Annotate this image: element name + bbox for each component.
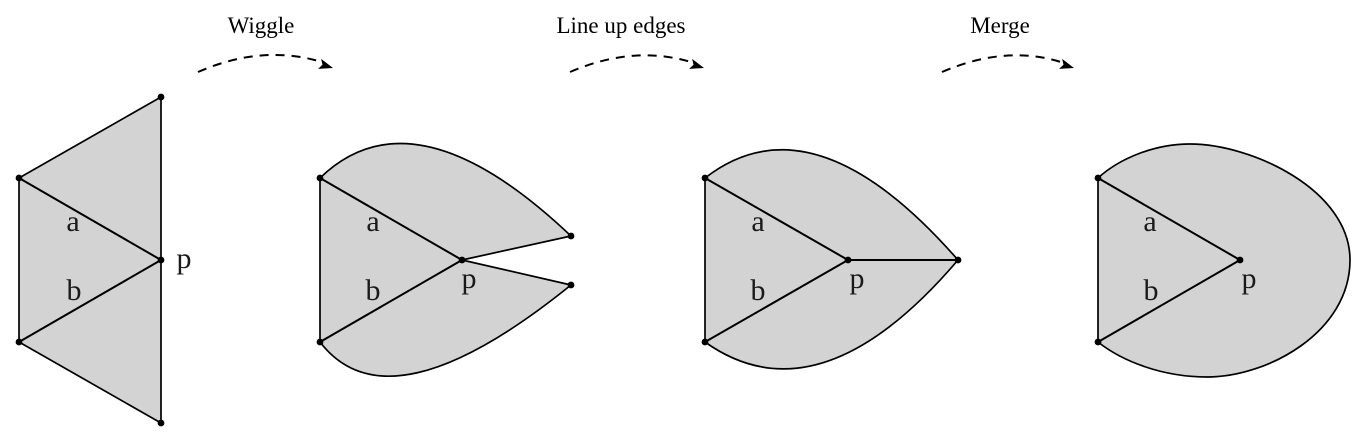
figure1-label-p: p xyxy=(177,242,192,275)
figure4-label-p: p xyxy=(1242,262,1257,295)
figure4-region xyxy=(1097,143,1351,378)
step-line-up-edges: Line up edges xyxy=(556,13,704,73)
wiggle-arrow-arc xyxy=(197,53,323,73)
figure-lined-up: a b p xyxy=(701,149,962,370)
step-label-wiggle: Wiggle xyxy=(228,13,295,38)
figure3-edge-a xyxy=(704,177,849,261)
figure3-label-b: b xyxy=(751,274,766,307)
wiggle-arrow-head-icon xyxy=(318,58,333,69)
step-label-merge: Merge xyxy=(970,13,1030,38)
figure2-vertex-p xyxy=(458,256,466,264)
step-merge: Merge xyxy=(941,13,1074,73)
figure2-label-a: a xyxy=(366,205,379,238)
figure4-vertex-left-lower xyxy=(1094,338,1102,346)
figure4-label-a: a xyxy=(1143,205,1156,238)
figure1-vertex-bottom xyxy=(157,419,165,427)
figure2-label-b: b xyxy=(366,274,381,307)
figure4-vertex-p xyxy=(1236,256,1244,264)
figure1-vertex-top xyxy=(157,93,165,101)
figure3-edge-b xyxy=(704,259,849,343)
step-wiggle: Wiggle xyxy=(197,13,333,73)
figure3-label-a: a xyxy=(751,205,764,238)
figure-two-triangles: a b p xyxy=(15,93,192,427)
figure-merged-disk: a b p xyxy=(1094,143,1351,378)
figure1-region xyxy=(18,96,162,424)
figure1-label-b: b xyxy=(67,274,82,307)
figure3-vertex-left-upper xyxy=(701,174,709,182)
figure1-vertex-left-lower xyxy=(15,338,23,346)
figure2-edge-a xyxy=(319,177,463,261)
step-label-line-up-edges: Line up edges xyxy=(556,13,685,38)
figure2-edge-b xyxy=(319,259,463,343)
figure3-vertex-right xyxy=(954,256,962,264)
line-up-arrow-head-icon xyxy=(689,58,704,69)
figure2-vertex-right-upper xyxy=(567,232,575,240)
figure4-label-b: b xyxy=(1144,274,1159,307)
figure4-edge-a xyxy=(1097,177,1241,261)
merge-arrow-head-icon xyxy=(1059,58,1074,69)
figure1-vertex-left-upper xyxy=(15,174,23,182)
figure2-vertex-left-lower xyxy=(316,338,324,346)
merge-arrow-arc xyxy=(941,54,1065,73)
line-up-arrow-arc xyxy=(569,54,695,73)
figure1-label-a: a xyxy=(66,205,79,238)
figure2-vertex-right-lower xyxy=(567,281,575,289)
figure3-label-p: p xyxy=(850,262,865,295)
figure2-region xyxy=(319,142,572,378)
figure1-edge-a xyxy=(18,177,162,261)
figure1-vertex-p xyxy=(157,256,165,264)
figure3-vertex-left-lower xyxy=(701,338,709,346)
figure4-vertex-left-upper xyxy=(1094,174,1102,182)
figure3-vertex-p xyxy=(844,256,852,264)
figure4-edge-b xyxy=(1097,259,1241,343)
figure-wiggled: a b p xyxy=(316,142,575,378)
figure2-vertex-left-upper xyxy=(316,174,324,182)
figure1-edge-b xyxy=(18,259,162,343)
figure2-label-p: p xyxy=(462,262,477,295)
